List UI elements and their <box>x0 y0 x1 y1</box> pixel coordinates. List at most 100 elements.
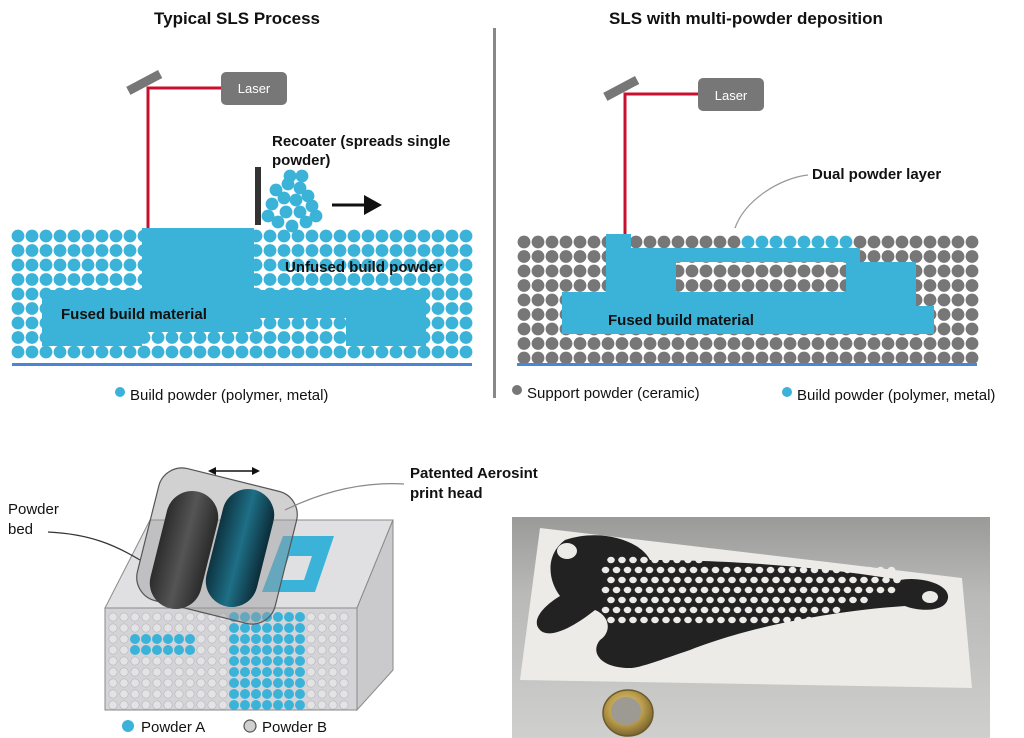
powder-particle <box>284 645 294 655</box>
powder-particle <box>291 316 305 330</box>
powder-particle <box>229 667 239 677</box>
powder-particle <box>909 337 923 350</box>
powder-particle <box>319 345 333 359</box>
powder-particle <box>284 700 294 710</box>
powder-particle <box>141 678 151 688</box>
powder-particle <box>459 331 473 344</box>
powder-particle <box>965 293 979 307</box>
powder-particle <box>262 634 272 644</box>
powder-particle <box>727 279 741 292</box>
powder-particle <box>769 235 783 249</box>
powder-particle <box>119 623 129 633</box>
powder-particle <box>273 623 283 633</box>
powder-particle <box>221 345 235 359</box>
dual-layer-label: Dual powder layer <box>812 166 941 183</box>
powder-particle <box>108 656 118 666</box>
print-head-diagram: Patented Aerosint print head Powder bed … <box>8 465 538 736</box>
powder-particle <box>881 351 895 365</box>
powder-particle <box>517 250 531 263</box>
powder-particle <box>545 264 559 278</box>
roller-a <box>149 491 219 609</box>
lattice-hole <box>645 606 654 614</box>
powder-particle <box>81 273 95 286</box>
powder-particle <box>53 345 67 359</box>
powder-particle <box>517 264 531 278</box>
powder-particle <box>713 264 727 278</box>
powder-particle <box>249 345 263 359</box>
powder-particle <box>587 250 601 263</box>
powder-particle <box>699 351 713 365</box>
lattice-hole <box>607 596 615 604</box>
powder-particle <box>923 337 937 350</box>
right-base-plate <box>517 363 977 366</box>
part-hole <box>922 591 938 603</box>
powder-particle <box>11 229 25 243</box>
powder-particle <box>895 250 909 263</box>
lattice-hole <box>711 566 720 574</box>
powder-particle <box>263 331 277 344</box>
lattice-hole <box>678 606 687 614</box>
powder-particle <box>459 244 473 257</box>
powder-particle <box>263 244 277 257</box>
lattice-hole <box>656 606 665 614</box>
powder-particle <box>193 345 207 359</box>
lattice-hole <box>629 556 637 564</box>
lattice-hole <box>772 576 780 584</box>
powder-particle <box>229 678 239 688</box>
powder-particle <box>11 331 25 344</box>
powder-particle <box>240 623 250 633</box>
powder-particle <box>573 264 587 278</box>
powder-particle <box>295 634 305 644</box>
powder-particle <box>951 250 965 263</box>
powder-particle <box>923 264 937 278</box>
powder-particle <box>185 700 195 710</box>
lattice-hole <box>673 616 681 624</box>
powder-particle <box>53 244 67 257</box>
powder-particle <box>811 264 825 278</box>
lattice-hole <box>744 606 753 614</box>
powder-particle <box>108 612 118 622</box>
powder-particle <box>531 264 545 278</box>
powder-particle <box>389 244 403 257</box>
lattice-hole <box>766 566 775 574</box>
powder-particle <box>301 189 315 203</box>
lattice-hole <box>673 556 681 564</box>
powder-particle <box>853 351 867 365</box>
lattice-hole <box>772 616 780 624</box>
powder-particle <box>174 612 184 622</box>
powder-particle <box>81 258 95 272</box>
powder-b-legend-dot <box>243 719 257 733</box>
powder-particle <box>207 678 217 688</box>
powder-particle <box>229 623 239 633</box>
lattice-hole <box>706 576 714 584</box>
powder-particle <box>797 351 811 365</box>
lattice-hole <box>623 586 632 594</box>
lattice-hole <box>805 576 813 584</box>
lattice-hole <box>887 566 896 574</box>
powder-particle <box>825 235 839 249</box>
powder-particle <box>284 623 294 633</box>
laser-box <box>221 72 287 105</box>
lattice-hole <box>689 606 698 614</box>
lattice-hole <box>755 606 764 614</box>
powder-particle <box>141 612 151 622</box>
unfused-label: Unfused build powder <box>285 259 443 276</box>
powder-particle <box>218 645 228 655</box>
powder-particle <box>333 345 347 359</box>
powder-particle <box>273 656 283 666</box>
lattice-hole <box>733 586 742 594</box>
powder-particle <box>559 264 573 278</box>
lattice-hole <box>656 566 665 574</box>
powder-particle <box>130 667 140 677</box>
powder-particle <box>417 229 431 243</box>
powder-particle <box>317 678 327 688</box>
powder-particle <box>193 331 207 344</box>
powder-particle <box>853 337 867 350</box>
lattice-hole <box>766 606 775 614</box>
powder-particle <box>95 273 109 286</box>
lattice-hole <box>684 556 692 564</box>
right-fused-material <box>562 234 934 334</box>
powder-particle <box>277 273 291 286</box>
powder-particle <box>445 244 459 257</box>
